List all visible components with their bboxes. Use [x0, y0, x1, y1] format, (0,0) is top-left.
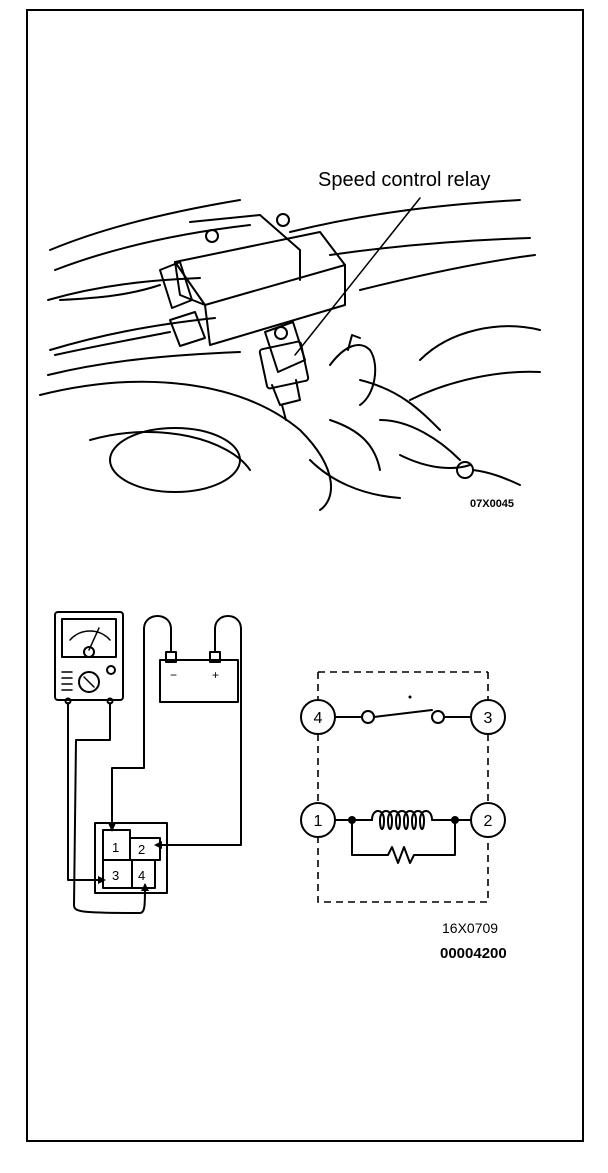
arrow-pin2-icon [154, 841, 162, 849]
battery-positive-lead [157, 615, 242, 846]
relay-connector: 1 2 3 4 [94, 822, 168, 894]
connector-pin-3: 3 [112, 868, 119, 883]
terminal-4-label: 4 [314, 710, 323, 727]
connector-pin-2: 2 [138, 842, 145, 857]
terminal-3-label: 3 [484, 710, 493, 727]
meter-lead-to-pin3 [67, 702, 101, 881]
ohmmeter [54, 611, 124, 705]
battery-minus-label: − [170, 668, 177, 682]
terminal-2-label: 2 [484, 813, 493, 830]
terminal-2-circle [470, 802, 506, 838]
page-border [26, 9, 584, 1142]
meter-lead-to-pin4 [73, 702, 146, 914]
connector-pin-4: 4 [138, 868, 145, 883]
arrow-pin4-icon [141, 883, 149, 891]
battery-negative-lead [111, 615, 172, 829]
connector-pin-1: 1 [112, 840, 119, 855]
terminal-1-label: 1 [314, 813, 323, 830]
battery-plus-label: + [212, 668, 219, 682]
bottom-figure-code: 16X0709 [442, 920, 498, 936]
relay-schematic: 4 3 1 2 [300, 671, 506, 903]
callout-leader-line [294, 197, 421, 356]
arrow-pin3-icon [98, 876, 106, 884]
document-number: 00004200 [440, 945, 507, 962]
terminal-1-circle [300, 802, 336, 838]
terminal-3-circle [470, 699, 506, 735]
battery: − + [159, 651, 239, 703]
callout-label: Speed control relay [318, 169, 490, 191]
top-figure-code: 07X0045 [470, 498, 514, 510]
arrow-pin1-icon [108, 823, 116, 832]
speed-control-relay [258, 321, 310, 421]
engine-bay-illustration [39, 197, 541, 511]
terminal-4-circle [300, 699, 336, 735]
